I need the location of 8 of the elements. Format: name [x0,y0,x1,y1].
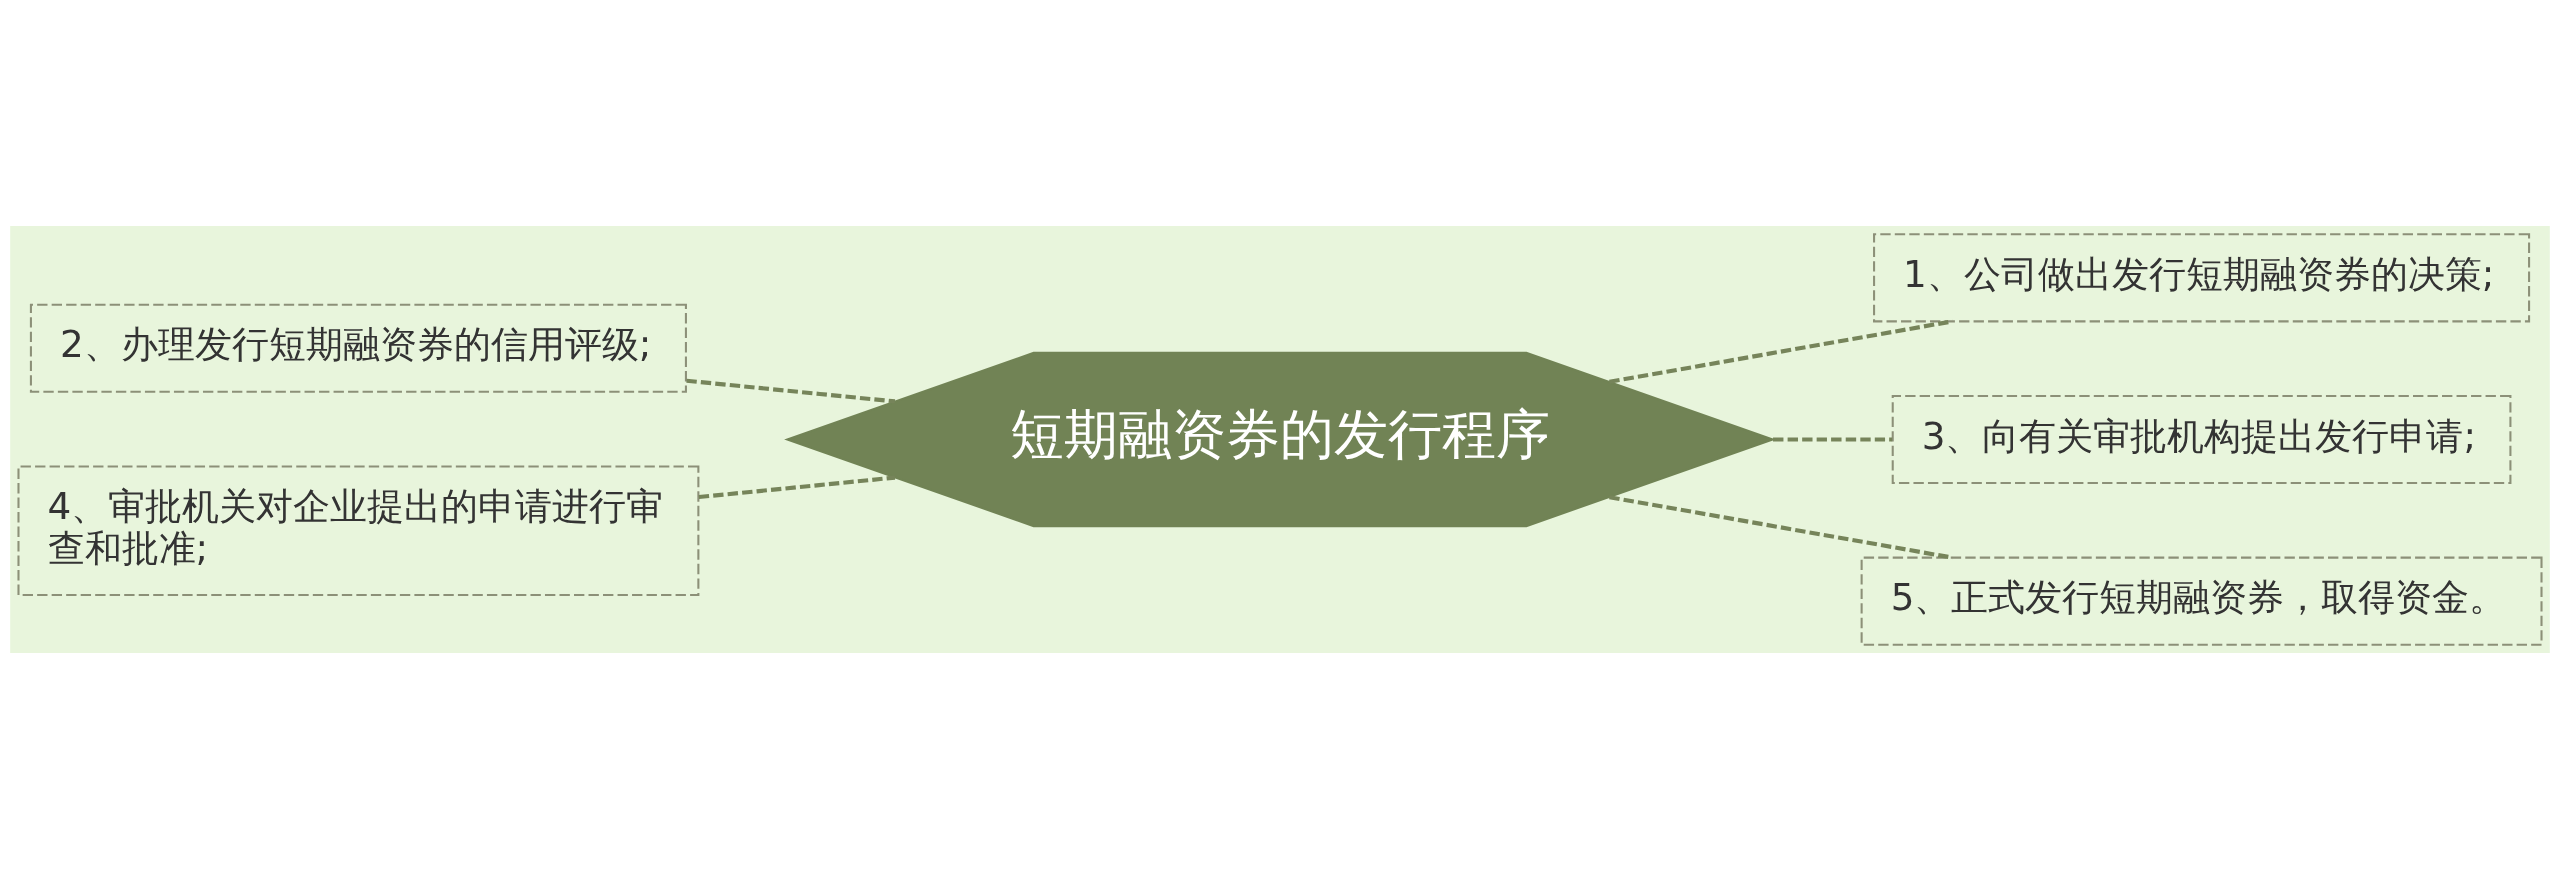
node-box: 5、正式发行短期融资券，取得资金。 [1860,556,2543,646]
connector [698,475,896,499]
node-box: 4、审批机关对企业提出的申请进行审查和批准; [17,464,700,596]
connector [1773,436,1893,442]
node-box: 1、公司做出发行短期融资券的决策; [1873,232,2531,322]
node-box: 2、办理发行短期融资券的信用评级; [29,303,687,393]
connector [686,378,896,403]
node-box: 3、向有关审批机构提出发行申请; [1891,394,2512,484]
